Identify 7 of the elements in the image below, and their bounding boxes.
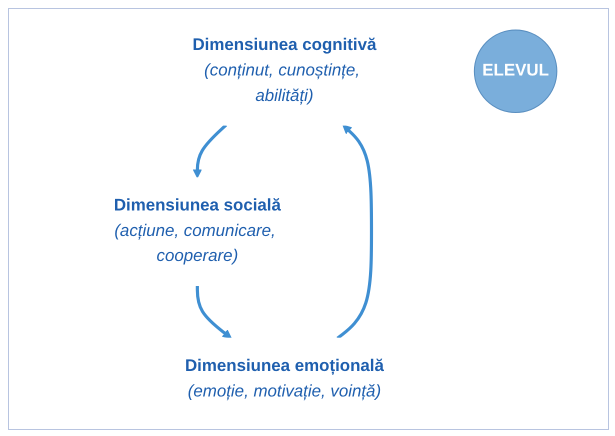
arrow <box>336 124 374 340</box>
node-text: Dimensiunea socială (acțiune, comunicare, cooperare) <box>114 196 281 266</box>
arrow <box>192 124 228 178</box>
node-circle: ELEVUL <box>474 30 558 114</box>
node-text: Dimensiunea cognitivă (conținut, cunoștințe, abilități) <box>192 36 376 106</box>
arrow <box>196 285 232 339</box>
node-text: Dimensiunea emoțională (emoție, motivație, voință) <box>184 357 384 401</box>
